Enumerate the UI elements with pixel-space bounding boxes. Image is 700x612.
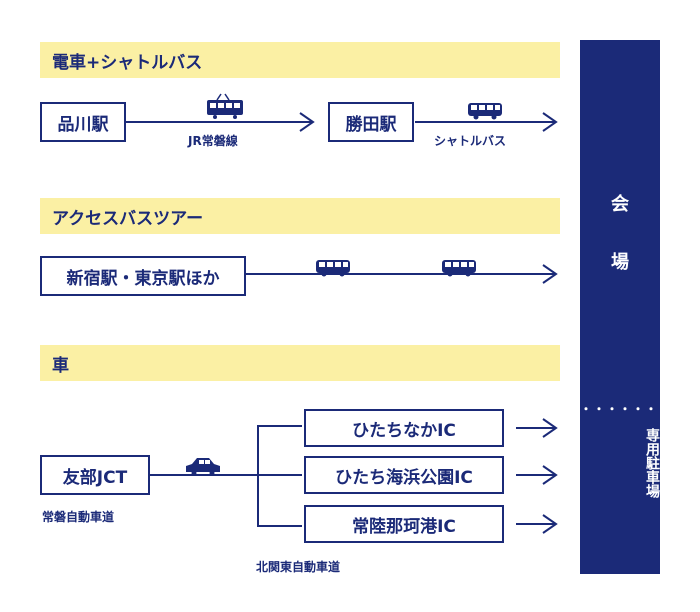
node-katsuta: 勝田駅	[328, 102, 414, 142]
road-kitakanto-expressway: 北関東自動車道	[256, 560, 341, 574]
bus-icon	[468, 103, 502, 120]
venue-char-1: 会	[611, 194, 629, 215]
road-joban-expressway: 常磐自動車道	[42, 510, 115, 524]
exit-hitachinaka-port-ic: 常陸那珂港IC	[304, 505, 504, 543]
exit-hitachinaka-ic: ひたちなかIC	[304, 409, 504, 447]
section-title-car: 車	[40, 345, 560, 381]
node-shinagawa: 品川駅	[40, 102, 126, 142]
venue-divider: ・・・・・・・	[580, 402, 672, 416]
venue-char-2: 場	[611, 252, 629, 273]
node-tomobe-jct: 友部JCT	[40, 455, 150, 495]
train-icon	[207, 93, 243, 119]
shuttle-label: シャトルバス	[434, 134, 507, 148]
line-label-joban: JR常磐線	[188, 134, 238, 148]
section-title-train: 電車+シャトルバス	[40, 42, 560, 78]
car-icon	[186, 458, 220, 476]
venue-column: 会 場 ・・・・・・・ 専用駐車場	[580, 40, 672, 574]
section-title-bus-tour: アクセスバスツアー	[40, 198, 560, 234]
exit-hitachi-seaside-park-ic: ひたち海浜公園IC	[304, 456, 504, 494]
venue-parking-label: 専用駐車場	[644, 428, 660, 498]
node-shinjuku-tokyo: 新宿駅・東京駅ほか	[40, 256, 246, 296]
